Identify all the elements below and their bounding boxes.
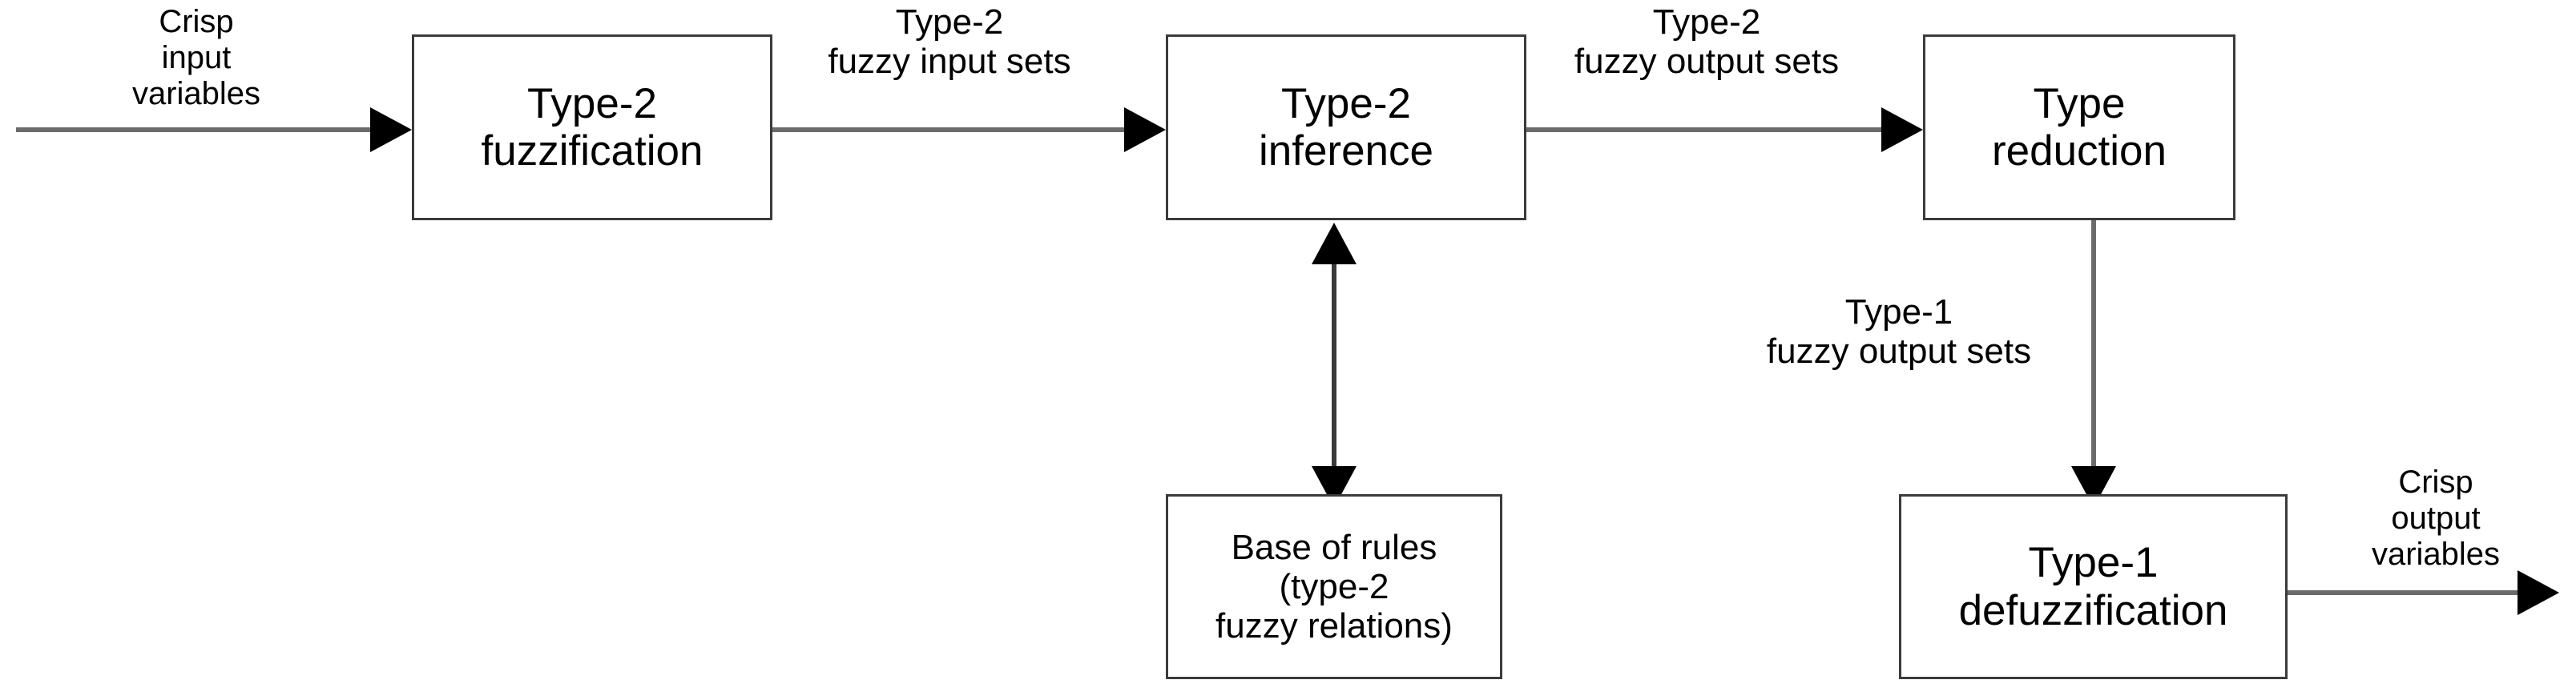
edge-label-type2-fuzzy-output: Type-2 fuzzy output sets	[1574, 2, 1840, 82]
block-fuzzification-label: Type-2 fuzzification	[481, 79, 703, 175]
block-rule-base[interactable]: Base of rules (type-2 fuzzy relations)	[1166, 494, 1502, 679]
block-defuzzification[interactable]: Type-1 defuzzification	[1899, 494, 2288, 679]
edge-label-type1-fuzzy-output: Type-1 fuzzy output sets	[1766, 292, 2032, 372]
edge-label-crisp-input: Crisp input variables	[131, 4, 261, 111]
block-fuzzification[interactable]: Type-2 fuzzification	[412, 34, 772, 220]
arrow-defuzzification-to-crisp-output	[2288, 570, 2559, 615]
arrow-crisp-input-to-fuzzification	[16, 107, 412, 152]
block-inference[interactable]: Type-2 inference	[1166, 34, 1526, 220]
block-type-reduction[interactable]: Type reduction	[1923, 34, 2235, 220]
block-defuzzification-label: Type-1 defuzzification	[1958, 539, 2228, 634]
edge-label-crisp-output: Crisp output variables	[2371, 465, 2501, 572]
arrow-inference-to-type-reduction	[1526, 107, 1923, 152]
block-rule-base-label: Base of rules (type-2 fuzzy relations)	[1215, 527, 1453, 646]
arrow-inference-rulebase-bidirectional	[1312, 223, 1357, 508]
edge-label-type2-fuzzy-input: Type-2 fuzzy input sets	[828, 2, 1071, 82]
arrow-fuzzification-to-inference	[772, 107, 1166, 152]
block-type-reduction-label: Type reduction	[1991, 79, 2167, 175]
block-inference-label: Type-2 inference	[1258, 79, 1434, 175]
